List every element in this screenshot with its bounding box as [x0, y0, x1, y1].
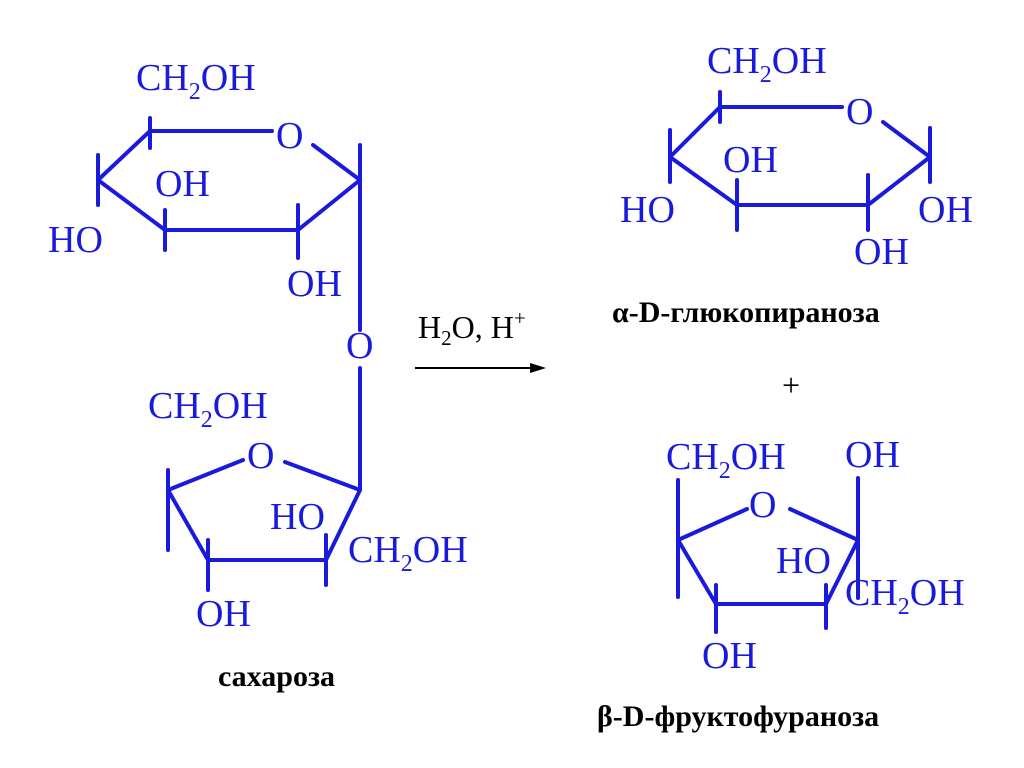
plus-sign: +: [782, 367, 800, 403]
ring-bond: [881, 120, 932, 159]
glucose-ho-left: HO: [620, 189, 675, 231]
fructose-ho-inner: HO: [776, 540, 831, 582]
sucrose-structure: CH2OH O OH HO OH O CH2OH O HO CH2OH OH: [48, 57, 468, 635]
ring-bond: [676, 538, 718, 606]
reaction-conditions: H2O, H+: [415, 306, 546, 373]
glucose-ch2oh-label: CH2OH: [707, 40, 827, 88]
ring-bond: [166, 488, 210, 562]
fructose-ch2oh-label: CH2OH: [666, 436, 786, 484]
ring-bond: [96, 129, 152, 182]
glucose-oh-bottom: OH: [854, 231, 909, 273]
reaction-arrow-head: [530, 363, 546, 373]
fructose-ring-oxygen: O: [749, 484, 776, 526]
fructose-oh-bottom: OH: [702, 635, 757, 677]
glucose-caption: α-D-глюкопираноза: [612, 296, 880, 329]
sucrose-caption: сахароза: [218, 660, 335, 693]
ring-bond: [866, 155, 932, 207]
fructose-oh-top: OH: [845, 434, 900, 476]
sucrose-glc-ring-oxygen: O: [276, 115, 303, 157]
sucrose-bridge-oxygen: O: [346, 325, 373, 367]
ring-bond: [96, 178, 167, 232]
fructose-ch2oh2-label: CH2OH: [845, 572, 965, 620]
ring-bond: [668, 155, 739, 207]
sucrose-fru-ho-inner: HO: [270, 496, 325, 538]
sucrose-glucose-ring: [96, 116, 362, 492]
sucrose-fru-ch2oh-label: CH2OH: [148, 385, 268, 433]
glucose-structure: CH2OH O OH HO OH OH: [620, 40, 973, 273]
sucrose-glc-oh-inner: OH: [155, 163, 210, 205]
sucrose-glc-ch2oh-label: CH2OH: [136, 57, 256, 105]
sucrose-fru-ch2oh2-label: CH2OH: [348, 529, 468, 577]
ring-bond: [283, 460, 362, 492]
reaction-conditions-label: H2O, H+: [418, 306, 526, 350]
glucose-ring: [668, 90, 932, 232]
ring-bond: [166, 458, 245, 492]
ring-bond: [296, 178, 362, 232]
sucrose-glc-ho-left: HO: [48, 219, 103, 261]
sucrose-glc-oh-bottom: OH: [287, 263, 342, 305]
fructose-ring: [676, 476, 860, 634]
fructose-structure: CH2OH OH O HO CH2OH OH: [666, 434, 965, 677]
glucose-oh-inner: OH: [723, 139, 778, 181]
ring-bond: [788, 507, 860, 542]
glucose-ring-oxygen: O: [846, 91, 873, 133]
ring-bond: [668, 105, 722, 159]
glucose-oh-right: OH: [918, 189, 973, 231]
ring-bond: [311, 143, 362, 182]
sucrose-fru-ring-oxygen: O: [247, 435, 274, 477]
ring-bond: [676, 507, 749, 542]
fructose-caption: β-D-фруктофураноза: [597, 700, 879, 733]
sucrose-fru-oh-bottom: OH: [196, 593, 251, 635]
ring-bond: [824, 538, 860, 606]
ring-bond: [324, 488, 362, 562]
sucrose-fructose-ring: [166, 458, 362, 592]
